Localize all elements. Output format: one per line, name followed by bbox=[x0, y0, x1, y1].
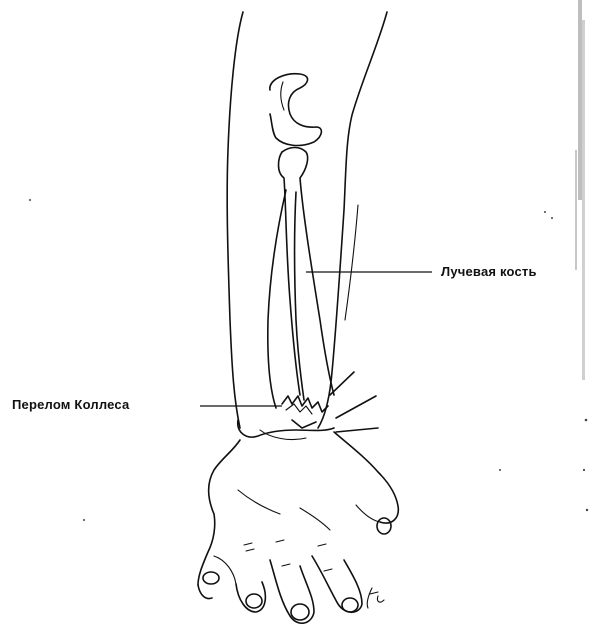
ulna-bone bbox=[279, 148, 335, 396]
fracture-label: Перелом Коллеса bbox=[12, 397, 129, 412]
fracture-site bbox=[238, 396, 334, 440]
scan-edge-noise bbox=[29, 0, 588, 521]
hand bbox=[198, 432, 398, 623]
humerus-condyle bbox=[270, 74, 322, 146]
fracture-arrows bbox=[330, 372, 378, 432]
radius-label: Лучевая кость bbox=[441, 264, 537, 279]
arm-outline bbox=[227, 12, 387, 428]
artist-signature bbox=[367, 588, 384, 608]
